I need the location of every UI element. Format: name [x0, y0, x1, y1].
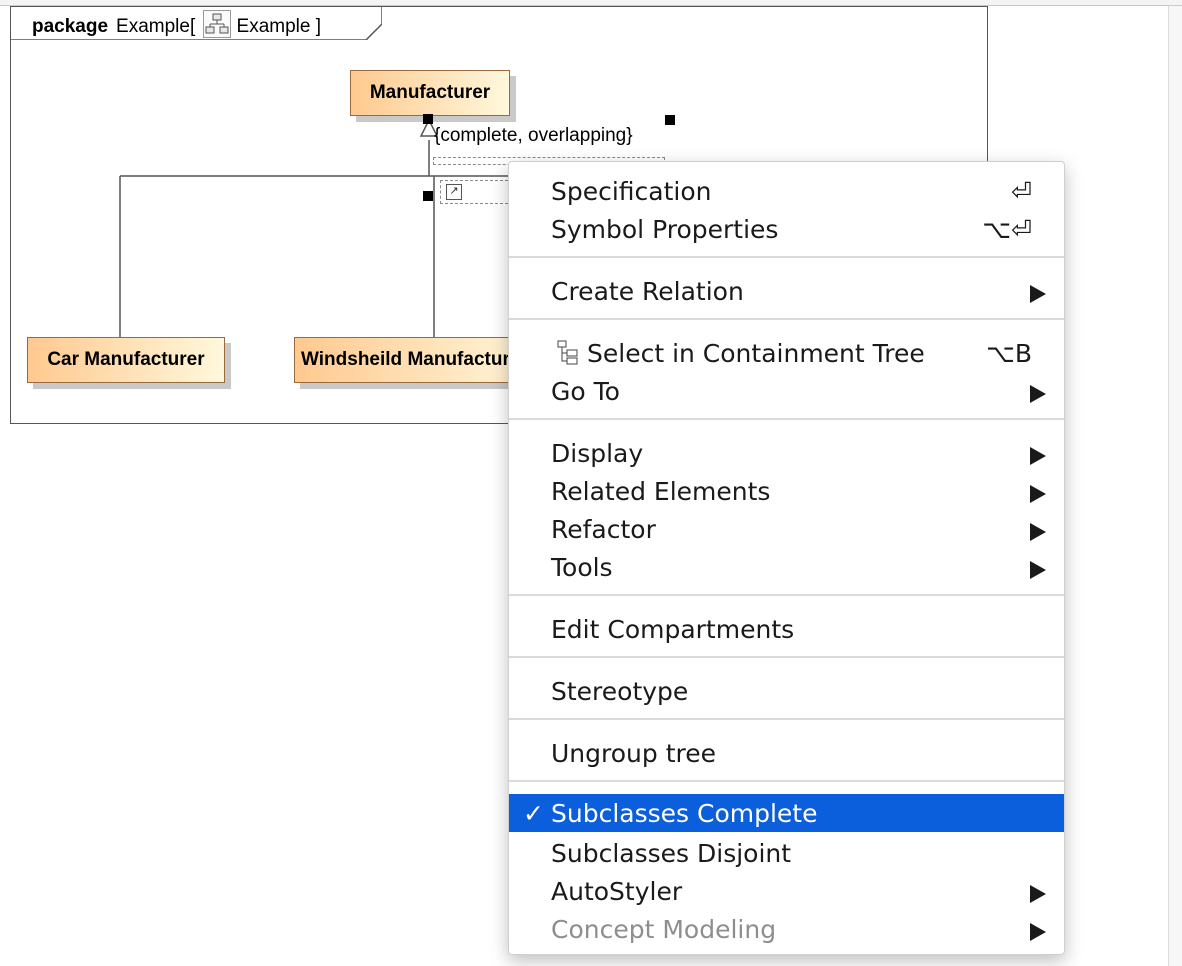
- menu-separator: [509, 656, 1064, 658]
- menu-item-edit-compartments[interactable]: Edit Compartments: [509, 610, 1064, 648]
- frame-close-bracket: ]: [315, 16, 322, 37]
- menu-item-symbol-properties[interactable]: Symbol Properties ⌥⏎: [509, 210, 1064, 248]
- submenu-arrow-icon: [1030, 285, 1046, 303]
- window-top-edge: [0, 0, 1182, 6]
- menu-separator: [509, 318, 1064, 320]
- menu-item-related-elements[interactable]: Related Elements: [509, 472, 1064, 510]
- menu-item-concept-modeling[interactable]: Concept Modeling: [509, 910, 1064, 948]
- menu-item-label: Go To: [551, 377, 620, 406]
- selection-handle[interactable]: [665, 115, 675, 125]
- shortcut-option-b: ⌥B: [986, 339, 1032, 368]
- menu-item-create-relation[interactable]: Create Relation: [509, 272, 1064, 310]
- menu-item-subclasses-disjoint[interactable]: Subclasses Disjoint: [509, 834, 1064, 872]
- menu-item-label: Concept Modeling: [551, 915, 777, 944]
- menu-separator: [509, 256, 1064, 258]
- class-manufacturer[interactable]: Manufacturer: [350, 70, 510, 116]
- menu-item-select-in-containment-tree[interactable]: Select in Containment Tree ⌥B: [509, 334, 1064, 372]
- menu-item-label: Tools: [551, 553, 613, 582]
- submenu-arrow-icon: [1030, 523, 1046, 541]
- menu-item-label: Stereotype: [551, 677, 689, 706]
- menu-item-autostyler[interactable]: AutoStyler: [509, 872, 1064, 910]
- class-diagram-icon: [202, 10, 231, 38]
- menu-item-ungroup-tree[interactable]: Ungroup tree: [509, 734, 1064, 772]
- menu-item-label: Symbol Properties: [551, 215, 779, 244]
- menu-item-label: Select in Containment Tree: [587, 339, 925, 368]
- submenu-arrow-icon: [1030, 923, 1046, 941]
- class-car-manufacturer-name: Car Manufacturer: [47, 349, 205, 370]
- menu-item-refactor[interactable]: Refactor: [509, 510, 1064, 548]
- frame-name: Example: [116, 16, 190, 37]
- frame-diagram-name: Example: [236, 16, 311, 37]
- submenu-arrow-icon: [1030, 485, 1046, 503]
- class-windshield-manufacturer[interactable]: Windsheild Manufacturer: [294, 337, 544, 383]
- menu-item-subclasses-complete[interactable]: ✓ Subclasses Complete: [509, 794, 1064, 832]
- selection-handle[interactable]: [423, 114, 433, 124]
- submenu-arrow-icon: [1030, 447, 1046, 465]
- tree-selection-box: [440, 180, 513, 204]
- menu-item-tools[interactable]: Tools: [509, 548, 1064, 586]
- menu-item-label: Create Relation: [551, 277, 744, 306]
- menu-item-label: Subclasses Complete: [551, 799, 818, 828]
- selection-handle[interactable]: [423, 191, 433, 201]
- menu-item-stereotype[interactable]: Stereotype: [509, 672, 1064, 710]
- frame-keyword: package: [32, 16, 109, 37]
- checkmark-icon: ✓: [523, 799, 544, 828]
- menu-item-label: Subclasses Disjoint: [551, 839, 792, 868]
- menu-item-label: Refactor: [551, 515, 656, 544]
- menu-item-label: Specification: [551, 177, 712, 206]
- frame-tab-shape: [10, 6, 382, 40]
- menu-item-label: Edit Compartments: [551, 615, 795, 644]
- class-manufacturer-name: Manufacturer: [369, 82, 491, 103]
- menu-separator: [509, 780, 1064, 782]
- menu-item-label: AutoStyler: [551, 877, 683, 906]
- submenu-arrow-icon: [1030, 385, 1046, 403]
- containment-tree-icon: [557, 340, 578, 365]
- open-link-icon[interactable]: ↗: [446, 184, 462, 200]
- class-windshield-manufacturer-name: Windsheild Manufacturer: [301, 349, 528, 370]
- submenu-arrow-icon: [1030, 885, 1046, 903]
- frame-open-bracket: [: [189, 16, 196, 37]
- shortcut-option-return: ⌥⏎: [982, 215, 1032, 244]
- shortcut-return: ⏎: [1011, 177, 1032, 206]
- submenu-arrow-icon: [1030, 561, 1046, 579]
- menu-item-label: Display: [551, 439, 644, 468]
- vertical-scrollbar[interactable]: [1168, 6, 1182, 966]
- menu-item-label: Ungroup tree: [551, 739, 716, 768]
- menu-item-go-to[interactable]: Go To: [509, 372, 1064, 410]
- menu-separator: [509, 418, 1064, 420]
- class-car-manufacturer[interactable]: Car Manufacturer: [27, 337, 225, 383]
- menu-item-display[interactable]: Display: [509, 434, 1064, 472]
- menu-item-specification[interactable]: Specification ⏎: [509, 172, 1064, 210]
- generalization-set-constraint[interactable]: {complete, overlapping}: [434, 125, 633, 146]
- context-menu: Specification ⏎ Symbol Properties ⌥⏎ Cre…: [508, 161, 1065, 955]
- menu-item-label: Related Elements: [551, 477, 771, 506]
- menu-separator: [509, 718, 1064, 720]
- menu-separator: [509, 594, 1064, 596]
- generalization-lines: [119, 118, 510, 337]
